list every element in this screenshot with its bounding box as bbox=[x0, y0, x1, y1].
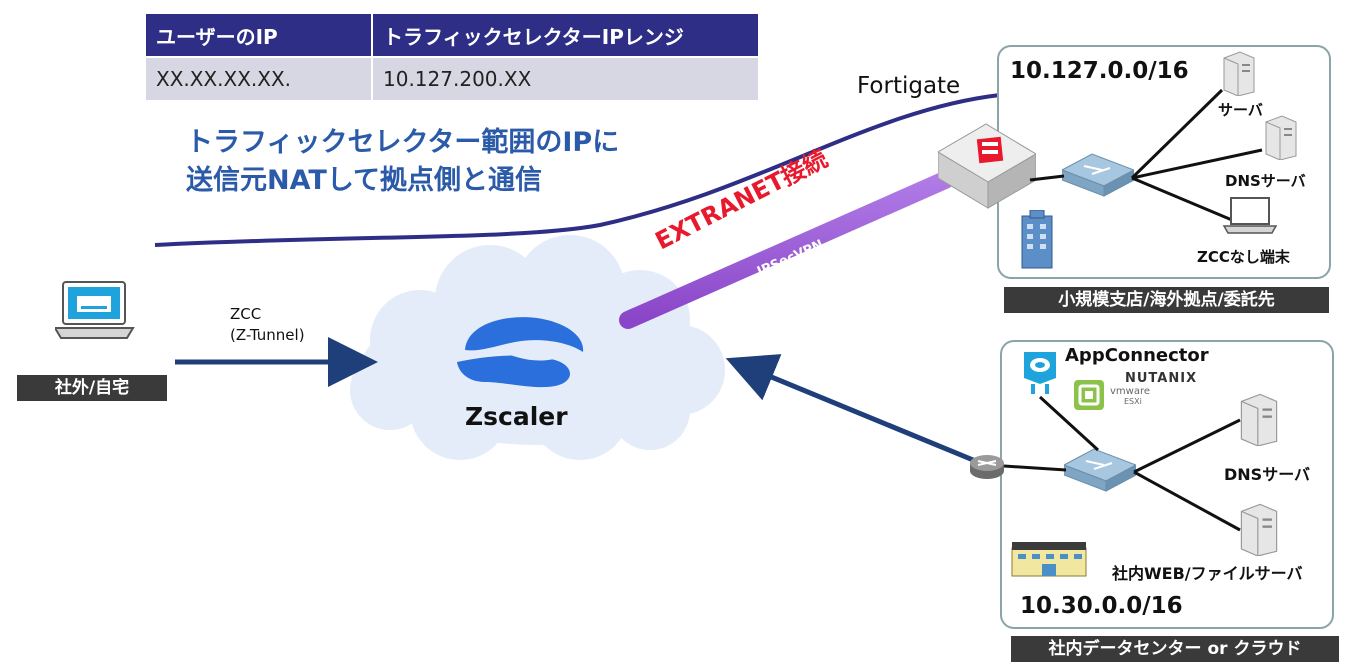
building-icon bbox=[1021, 210, 1053, 269]
zscaler-logo-icon bbox=[457, 317, 584, 388]
table-cell: 10.127.200.XX bbox=[372, 56, 760, 100]
table-header-row: ユーザーのIP トラフィックセレクターIPレンジ bbox=[146, 14, 760, 57]
dc-dns-label: DNSサーバ bbox=[1224, 465, 1311, 484]
dns-server-icon bbox=[1265, 115, 1297, 160]
table-header: トラフィックセレクターIPレンジ bbox=[372, 14, 760, 57]
branch-pc-label: ZCCなし端末 bbox=[1197, 248, 1290, 266]
laptop-icon bbox=[55, 281, 135, 339]
switch-icon bbox=[1062, 153, 1134, 197]
nutanix-label: NUTANIX bbox=[1125, 371, 1198, 386]
headline-line2: 送信元NATして拠点側と通信 bbox=[186, 165, 543, 196]
table-cell: XX.XX.XX.XX. bbox=[146, 56, 373, 100]
dc-subnet: 10.30.0.0/16 bbox=[1020, 593, 1183, 619]
zscaler-label: Zscaler bbox=[465, 402, 568, 431]
fortigate-device-icon bbox=[938, 123, 1036, 209]
table-row: XX.XX.XX.XX. 10.127.200.XX bbox=[146, 56, 760, 100]
appconnector-label: AppConnector bbox=[1065, 345, 1209, 366]
router-icon bbox=[970, 455, 1004, 479]
zcc-tunnel-label: (Z-Tunnel) bbox=[230, 326, 305, 344]
dc-web-server-icon bbox=[1240, 503, 1278, 556]
dc-web-label: 社内WEB/ファイルサーバ bbox=[1112, 564, 1303, 583]
pc-icon bbox=[1222, 197, 1278, 234]
ipsec-tunnel bbox=[619, 171, 954, 329]
headline-line1: トラフィックセレクター範囲のIPに bbox=[186, 127, 620, 158]
branch-server-label: サーバ bbox=[1218, 101, 1263, 119]
vmware-icon bbox=[1074, 380, 1104, 410]
branch-caption: 小規模支店/海外拠点/委託先 bbox=[1004, 287, 1329, 313]
dc-switch-icon bbox=[1064, 448, 1136, 492]
table-header: ユーザーのIP bbox=[146, 14, 373, 57]
datacenter-building-icon bbox=[1011, 542, 1087, 577]
branch-dns-label: DNSサーバ bbox=[1225, 172, 1306, 190]
esxi-label: ESXi bbox=[1124, 397, 1142, 406]
zscaler-cloud bbox=[350, 235, 725, 460]
dc-dns-server-icon bbox=[1240, 393, 1278, 446]
fortigate-label: Fortigate bbox=[857, 73, 961, 99]
server-icon bbox=[1223, 51, 1255, 96]
zcc-label: ZCC bbox=[230, 305, 262, 323]
dc-caption: 社内データセンター or クラウド bbox=[1011, 636, 1339, 662]
branch-box bbox=[997, 45, 1331, 279]
branch-subnet: 10.127.0.0/16 bbox=[1010, 58, 1189, 84]
vmware-label: vmware bbox=[1110, 386, 1151, 397]
home-label: 社外/自宅 bbox=[17, 375, 167, 401]
datacenter-box bbox=[1000, 340, 1334, 629]
appconnector-icon bbox=[1024, 352, 1056, 394]
dc-to-cloud-arrow bbox=[725, 354, 979, 465]
ip-table: ユーザーのIP トラフィックセレクターIPレンジ XX.XX.XX.XX. 10… bbox=[146, 14, 760, 100]
